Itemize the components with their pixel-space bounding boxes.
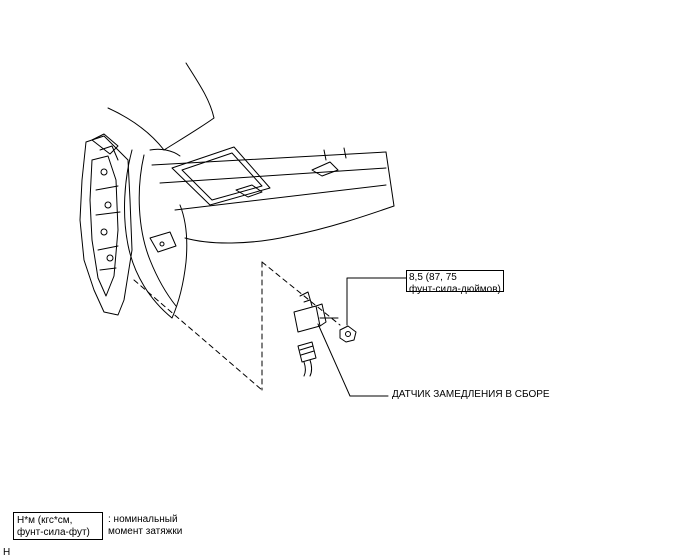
sensor-side	[315, 303, 327, 327]
hinge-bolt-2	[104, 201, 112, 209]
corner-tag: H	[3, 547, 11, 558]
sensor-leader	[317, 323, 389, 397]
sensor-part-label: ДАТЧИК ЗАМЕДЛЕНИЯ В СБОРЕ	[392, 389, 550, 400]
torque-value: 8,5 (87, 75	[409, 272, 457, 283]
hinge-bolt-1	[100, 168, 108, 176]
locator-dash-a	[133, 279, 263, 391]
torque-spec-box: 8,5 (87, 75 фунт-сила-дюймов)	[406, 270, 504, 295]
beam-lower	[159, 167, 387, 184]
torque-unit: фунт-сила-дюймов)	[409, 284, 501, 295]
body-panel-outer	[124, 149, 188, 319]
hinge-bolt-3	[100, 228, 108, 236]
body-panel-curve	[149, 148, 181, 157]
center-bracket-inner	[181, 152, 263, 201]
hinge-rib-3	[97, 245, 119, 251]
legend-desc-line1: : номинальный	[108, 514, 178, 525]
hinge-rib-4	[99, 267, 117, 271]
lower-bracket-hole	[159, 241, 165, 247]
center-bracket	[171, 146, 271, 206]
legend-unit-box: Н*м (кгс*см, фунт-сила-фут)	[13, 512, 103, 540]
beam-bracket-b	[323, 147, 347, 161]
center-bracket-tab	[235, 184, 263, 198]
nut	[339, 325, 357, 343]
legend-desc-line2: момент затяжки	[108, 526, 183, 537]
locator-dash-c	[261, 261, 341, 326]
beam-bottom	[184, 205, 395, 244]
connector-lines	[299, 345, 315, 356]
hinge-upper-tab	[91, 133, 119, 155]
hinge-rib-1	[95, 185, 119, 191]
hinge-bolt-4	[106, 254, 114, 262]
hinge-rib-2	[95, 211, 121, 216]
beam-edge	[174, 184, 387, 211]
hinge-structure	[79, 135, 133, 316]
lower-bracket	[149, 231, 177, 253]
hinge-inner-b	[99, 145, 119, 161]
connector-body	[297, 341, 317, 363]
nut-hole	[345, 331, 351, 337]
torque-leader	[346, 277, 407, 326]
sensor-top	[299, 291, 313, 307]
body-panel-inner	[138, 154, 177, 307]
beam-bracket-a	[311, 161, 339, 177]
connector-wire	[303, 359, 312, 377]
beam-upper	[151, 151, 387, 166]
hinge-inner-a	[89, 155, 119, 297]
beam-end	[385, 151, 395, 207]
pillar-outline	[163, 62, 215, 151]
legend-unit-line1: Н*м (кгс*см,	[17, 515, 73, 526]
legend-unit-line2: фунт-сила-фут)	[17, 527, 90, 538]
legend-description: : номинальный момент затяжки	[108, 514, 182, 538]
sensor-body	[293, 305, 321, 333]
roof-line	[107, 107, 165, 151]
